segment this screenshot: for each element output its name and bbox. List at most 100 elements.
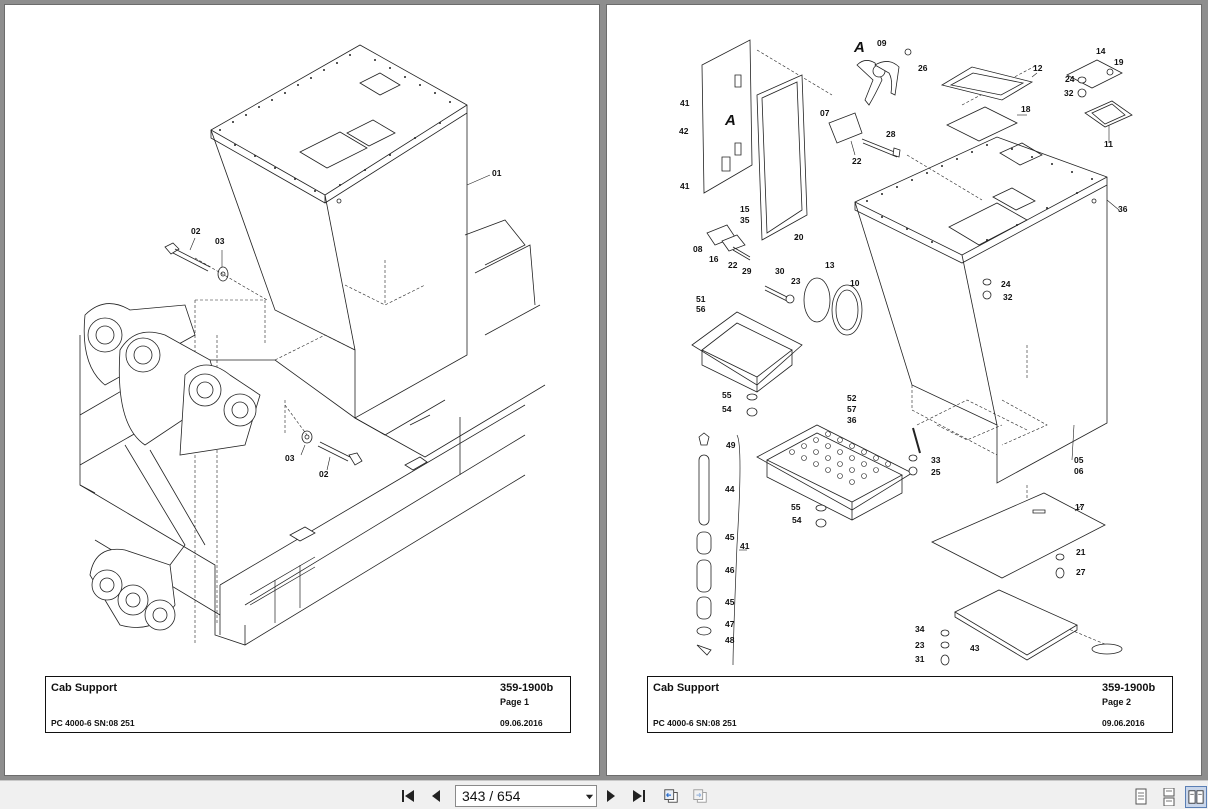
single-page-view-button[interactable] (1130, 786, 1152, 808)
callout-27: 27 (1076, 567, 1086, 577)
callout-43: 43 (970, 643, 980, 653)
detail-label-a-top: A (853, 39, 865, 56)
callout-31: 31 (915, 654, 925, 664)
callout-05: 05 (1074, 455, 1084, 465)
machine-model: PC 4000-6 SN:08 251 (51, 718, 135, 728)
title-block: Cab Support PC 4000-6 SN:08 251 359-1900… (647, 676, 1173, 733)
facing-pages-view-button[interactable] (1185, 786, 1207, 808)
callout-19: 19 (1114, 57, 1124, 67)
last-page-button[interactable] (629, 786, 649, 806)
callout-30: 30 (775, 266, 785, 276)
callout-01: 01 (492, 168, 502, 178)
callout-07: 07 (820, 108, 830, 118)
callout-25: 25 (931, 467, 941, 477)
callout-56: 56 (696, 304, 706, 314)
next-page-icon (607, 790, 615, 802)
callout-22-mid: 22 (728, 260, 738, 270)
callout-44: 44 (725, 484, 735, 494)
document-page-left: 01 02 03 03 02 Cab Support PC 4000-6 SN:… (5, 5, 599, 775)
go-back-view-button[interactable] (660, 786, 682, 806)
document-viewport[interactable]: 01 02 03 03 02 Cab Support PC 4000-6 SN:… (0, 0, 1208, 780)
callout-26: 26 (918, 63, 928, 73)
chevron-down-icon (582, 786, 596, 806)
callout-09: 09 (877, 38, 887, 48)
callout-15: 15 (740, 204, 750, 214)
callout-02-lower: 02 (319, 469, 329, 479)
continuous-view-icon (1163, 788, 1175, 806)
callout-32-top: 32 (1064, 88, 1074, 98)
callout-41-upper: 41 (680, 98, 690, 108)
callout-41-lower: 41 (680, 181, 690, 191)
previous-page-icon (432, 790, 440, 802)
single-page-view-icon (1135, 788, 1147, 805)
callout-57: 57 (847, 404, 857, 414)
parts-diagram-cab-support-page-1: 01 02 03 03 02 (5, 5, 599, 775)
callout-03-lower: 03 (285, 453, 295, 463)
callout-08: 08 (693, 244, 703, 254)
facing-pages-view-icon (1188, 790, 1204, 804)
callout-13: 13 (825, 260, 835, 270)
callout-55-lower: 55 (791, 502, 801, 512)
page-label: Page 2 (1102, 697, 1132, 707)
last-page-icon (633, 790, 645, 802)
callout-46: 46 (725, 565, 735, 575)
callout-36-box: 36 (1118, 204, 1128, 214)
revision-date: 09.06.2016 (500, 718, 543, 728)
callout-03-upper: 03 (215, 236, 225, 246)
callout-02-upper: 02 (191, 226, 201, 236)
page-number-selector[interactable]: 343 / 654 (455, 785, 597, 807)
document-number: 359-1900b (500, 682, 554, 694)
callout-47: 47 (725, 619, 735, 629)
go-back-view-icon (664, 789, 678, 803)
callout-21: 21 (1076, 547, 1086, 557)
go-forward-view-icon (693, 789, 707, 803)
callout-45-upper: 45 (725, 532, 735, 542)
callout-45-lower: 45 (725, 597, 735, 607)
callout-24-top: 24 (1065, 74, 1075, 84)
first-page-button[interactable] (398, 786, 418, 806)
callout-49: 49 (726, 440, 736, 450)
callout-20: 20 (794, 232, 804, 242)
first-page-icon (402, 790, 414, 802)
callout-23-bottom: 23 (915, 640, 925, 650)
callout-42: 42 (679, 126, 689, 136)
callout-33: 33 (931, 455, 941, 465)
callout-22-top: 22 (852, 156, 862, 166)
callout-18: 18 (1021, 104, 1031, 114)
callout-11: 11 (1104, 139, 1113, 149)
drawing-title: Cab Support (653, 682, 719, 694)
page-indicator: 343 / 654 (462, 788, 521, 804)
callout-14: 14 (1096, 46, 1106, 56)
revision-date: 09.06.2016 (1102, 718, 1145, 728)
drawing-title: Cab Support (51, 682, 117, 694)
page-navigation-toolbar: 343 / 654 (0, 780, 1208, 809)
callout-55-upper: 55 (722, 390, 732, 400)
detail-label-a-door: A (724, 112, 736, 129)
callout-24-mid: 24 (1001, 279, 1011, 289)
callout-16: 16 (709, 254, 719, 264)
callout-32-mid: 32 (1003, 292, 1013, 302)
callout-52: 52 (847, 393, 857, 403)
callout-23-mid: 23 (791, 276, 801, 286)
callout-29: 29 (742, 266, 752, 276)
callout-48: 48 (725, 635, 735, 645)
callout-54-lower: 54 (792, 515, 802, 525)
callout-12: 12 (1033, 63, 1043, 73)
continuous-view-button[interactable] (1158, 786, 1180, 808)
callout-10: 10 (850, 278, 860, 288)
callout-54-upper: 54 (722, 404, 732, 414)
title-block: Cab Support PC 4000-6 SN:08 251 359-1900… (45, 676, 571, 733)
callout-17: 17 (1075, 502, 1085, 512)
next-page-button[interactable] (601, 786, 621, 806)
callout-35: 35 (740, 215, 750, 225)
callout-34: 34 (915, 624, 925, 634)
callout-41-stack: 41 (740, 541, 750, 551)
callout-36-grille: 36 (847, 415, 857, 425)
callout-06: 06 (1074, 466, 1084, 476)
document-number: 359-1900b (1102, 682, 1156, 694)
parts-diagram-cab-support-page-2: A A 09 26 12 14 19 24 32 11 18 07 28 22 … (679, 38, 1201, 775)
document-page-right: A A 09 26 12 14 19 24 32 11 18 07 28 22 … (607, 5, 1201, 775)
previous-page-button[interactable] (426, 786, 446, 806)
go-forward-view-button[interactable] (689, 786, 711, 806)
callout-51: 51 (696, 294, 706, 304)
